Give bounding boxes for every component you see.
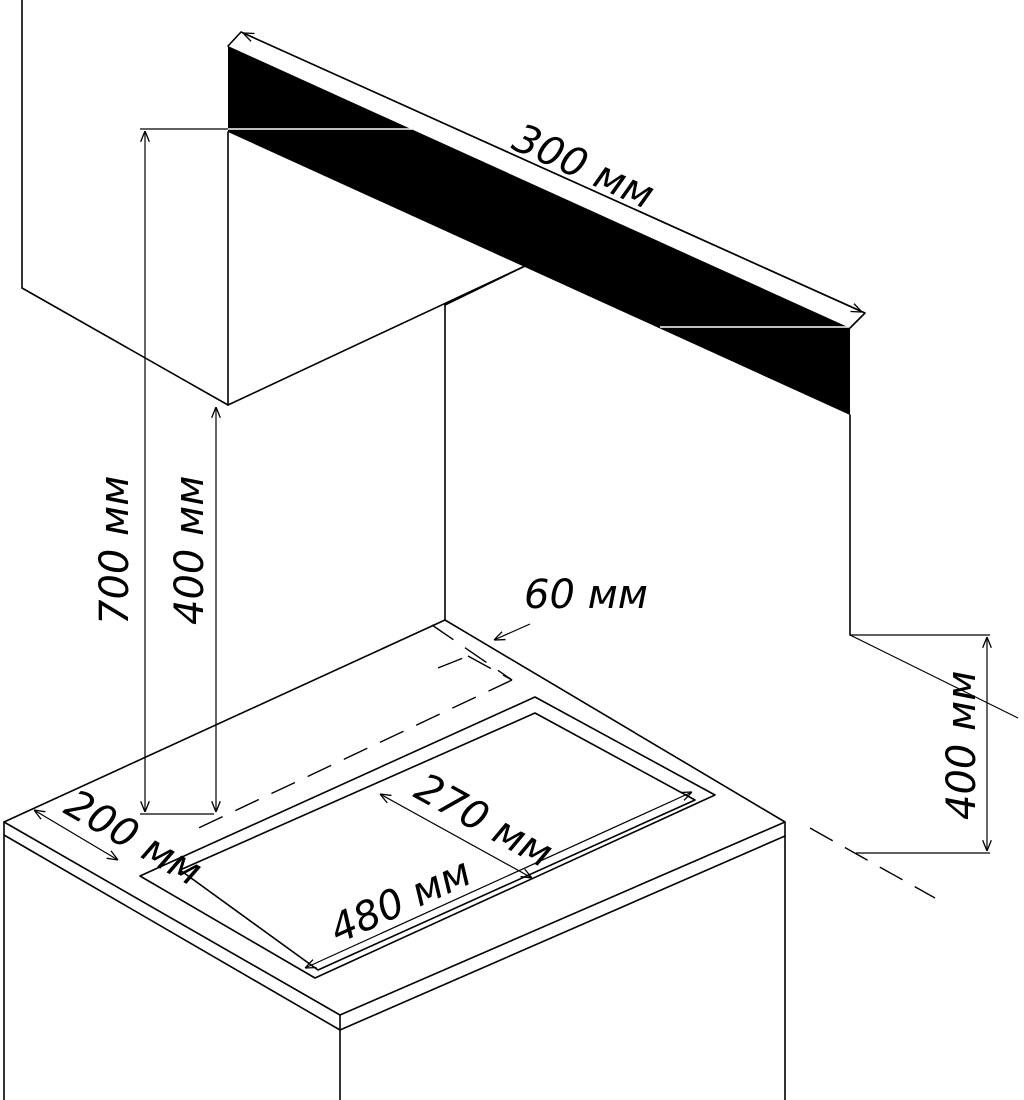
countertop-front-right [339,821,786,1031]
dim-60-arrow [494,623,531,640]
hood-top-edge [227,31,866,329]
dimension-60: 60 мм [494,572,648,640]
dimension-270: 270 мм [380,765,560,878]
guide-back-dash [431,624,513,681]
dim-400-right-label: 400 мм [939,671,985,820]
countertop [3,619,786,1100]
range-hood [21,0,866,636]
dim-400-left-label: 400 мм [167,476,213,625]
dim-300-line [243,33,862,312]
dimension-200: 200 мм [34,781,209,895]
dim-400-right-dash [809,827,936,899]
hob-cutout-inner [179,712,696,971]
guide-inner-dash-1 [437,655,469,669]
wall-corner-top [444,265,526,306]
dim-700-label: 700 мм [92,476,138,625]
wall-cabinet-edge [21,0,229,406]
dimension-400-left: 400 мм [167,407,216,812]
dimension-700: 700 мм [92,128,228,815]
dim-60-label: 60 мм [524,572,648,618]
guide-long-dash [189,679,513,833]
dim-400-right-diag [849,634,1019,719]
dim-270-label: 270 мм [407,765,560,878]
dim-200-line [34,810,118,860]
countertop-front-left [3,821,341,1031]
dimension-400-right: 400 мм [809,634,1019,899]
dim-480-line [305,792,692,968]
guide-inner-dash-2 [467,655,513,681]
hob-cutout-outer [139,696,716,979]
hood-front-panel [228,46,850,415]
dim-480-label: 480 мм [323,849,478,953]
